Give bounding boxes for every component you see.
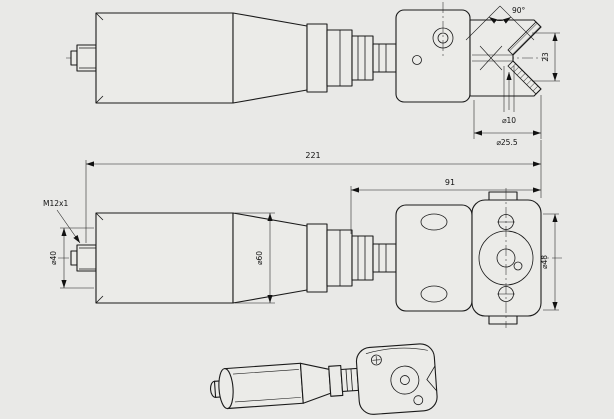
dim-angle-90: 90° — [465, 5, 535, 41]
dim-thread-label: M12x1 — [43, 199, 68, 208]
dim-cut-width-23: 23 — [532, 32, 560, 82]
dim-cutter-diameter: ⌀25.5 — [473, 95, 542, 147]
nut-grooves — [357, 36, 366, 80]
iso-bore — [390, 365, 420, 395]
taper-section — [232, 12, 308, 104]
clamp-tab-bottom — [488, 315, 518, 325]
iso-taper — [299, 362, 332, 404]
top-side-view — [66, 2, 548, 104]
dim-dia60-label: ⌀60 — [255, 251, 264, 265]
dim-shank-diameter-40: ⌀40 — [49, 227, 94, 289]
thread-lines — [79, 47, 96, 69]
spindle-bore-inner — [496, 248, 516, 268]
dim-overall-length-221: 221 — [85, 140, 542, 243]
dim-cutter-dia-label: ⌀25.5 — [496, 138, 517, 147]
main-side-view — [58, 188, 562, 328]
pilot-slot-lines — [472, 54, 513, 62]
collar-2 — [306, 223, 328, 293]
iso-bore-inner — [399, 375, 410, 385]
clamp-cross — [479, 45, 503, 71]
iso-head — [355, 343, 438, 415]
dim-221-label: 221 — [305, 151, 320, 160]
dim-angle-label: 90° — [512, 6, 526, 15]
nut-grooves-2 — [357, 236, 366, 280]
iso-ring-lines — [345, 368, 353, 392]
neck — [372, 43, 397, 73]
clamp-tab-top — [488, 191, 518, 201]
spanner-nut-2 — [351, 235, 374, 281]
head-block — [395, 9, 471, 103]
dim-23-label: 23 — [541, 52, 550, 62]
shank-body — [95, 12, 234, 104]
lower-insert — [507, 60, 542, 95]
iso-screw-top — [370, 354, 382, 366]
shank-tip — [70, 50, 78, 66]
threaded-stub-2 — [76, 244, 97, 272]
thread-lines-2 — [79, 247, 96, 270]
dim-dia48-label: ⌀48 — [540, 255, 549, 269]
iso-screw-bottom — [413, 395, 424, 406]
dim-pilot-label: ⌀10 — [502, 116, 516, 125]
dim-dia40-label: ⌀40 — [49, 251, 58, 265]
neck-ridges-2 — [378, 244, 387, 272]
iso-shank-cap — [218, 368, 234, 410]
dim-pilot-diameter: ⌀10 — [502, 66, 516, 125]
dim-91-label: 91 — [445, 178, 455, 187]
clamp-screw-outer — [432, 27, 454, 49]
ring-section — [326, 29, 353, 87]
iso-head-top-edge — [365, 347, 428, 355]
spanner-nut — [351, 35, 374, 81]
neck-2 — [372, 243, 397, 273]
iso-shank-shading — [233, 369, 301, 403]
iso-screw-cross — [372, 355, 381, 365]
insert-screw — [513, 261, 523, 271]
head-hole-top — [420, 213, 448, 231]
top-view-dimensions: 90° ⌀10 ⌀25.5 23 — [465, 5, 560, 147]
isometric-view — [209, 343, 438, 415]
shank-body-2 — [95, 212, 234, 304]
spindle-bore — [478, 230, 534, 286]
neck-ridges — [378, 44, 387, 72]
iso-pocket-edge — [426, 365, 437, 392]
shank-tip-2 — [70, 250, 78, 266]
iso-rings — [340, 367, 360, 392]
dim-thread-callout: M12x1 — [43, 199, 81, 244]
head-block-2 — [395, 204, 473, 312]
dim-head-length-91: 91 — [350, 178, 541, 234]
head-hole-bottom — [420, 285, 448, 303]
set-screw — [412, 55, 422, 65]
threaded-stub — [76, 44, 97, 72]
main-view-dimensions: 221 91 M12x1 ⌀40 ⌀60 ⌀48 — [43, 140, 559, 311]
ring-section-2 — [326, 229, 353, 287]
clamp-screw-inner — [437, 32, 449, 44]
dim-head-diameter-48: ⌀48 — [540, 213, 559, 311]
front-plate — [471, 199, 542, 317]
upper-insert — [507, 21, 542, 56]
collar — [306, 23, 328, 93]
dim-body-diameter-60: ⌀60 — [235, 212, 275, 304]
